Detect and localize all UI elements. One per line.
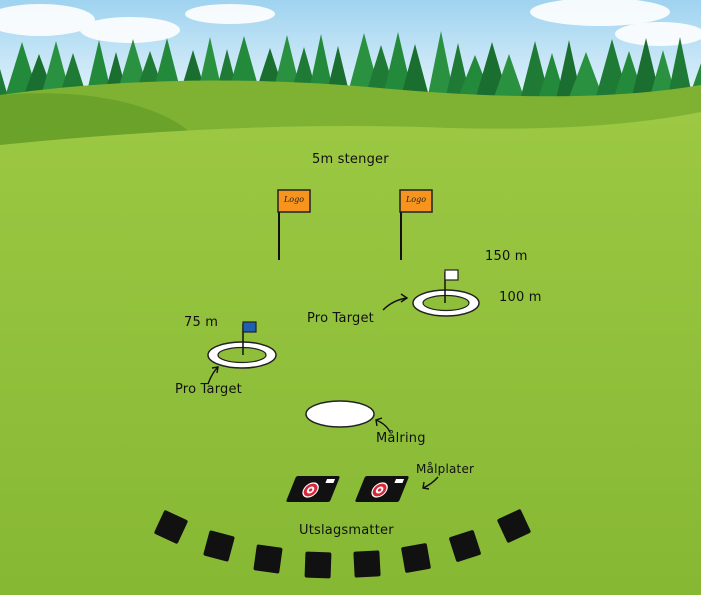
tee-mat-icon xyxy=(154,510,188,544)
white-flag-icon xyxy=(444,269,459,303)
arrow-icon xyxy=(382,293,409,311)
tee-mat-icon xyxy=(203,530,235,562)
arrow-icon xyxy=(422,476,439,490)
label-malring: Målring xyxy=(376,431,426,446)
tree xyxy=(493,54,525,100)
label-pro-target-2: Pro Target xyxy=(175,382,242,397)
flag-logo: Logo xyxy=(283,195,305,204)
hill-left xyxy=(0,93,200,145)
target-ring-icon xyxy=(207,341,277,369)
target-plate-icon xyxy=(286,476,340,502)
orange-flag-icon xyxy=(277,189,311,260)
label-75m: 75 m xyxy=(184,315,219,330)
label-malplater: Målplater xyxy=(416,462,475,476)
tee-mat-icon xyxy=(353,550,381,578)
label-150m: 150 m xyxy=(485,249,528,264)
flag-logo: Logo xyxy=(405,195,427,204)
blue-flag-icon xyxy=(242,321,257,355)
tree xyxy=(667,37,693,100)
label-stenger: 5m stenger xyxy=(312,152,389,167)
arrow-icon xyxy=(375,417,391,433)
tree xyxy=(400,44,430,100)
arrow-icon xyxy=(207,366,219,385)
tree xyxy=(427,31,455,100)
grass-field xyxy=(0,112,701,595)
label-utslagsmatter: Utslagsmatter xyxy=(299,523,394,538)
tee-mat-icon xyxy=(253,544,283,574)
tee-mat-icon xyxy=(449,530,481,562)
tee-mat-icon xyxy=(304,551,332,579)
target-ring-icon xyxy=(305,400,375,428)
label-100m: 100 m xyxy=(499,290,542,305)
tree xyxy=(568,52,604,100)
target-plate-icon xyxy=(355,476,409,502)
target-ring-icon xyxy=(412,289,480,317)
tee-mat-icon xyxy=(497,509,531,543)
orange-flag-icon xyxy=(399,189,433,260)
tee-mat-icon xyxy=(401,543,431,573)
label-pro-target-1: Pro Target xyxy=(307,311,374,326)
